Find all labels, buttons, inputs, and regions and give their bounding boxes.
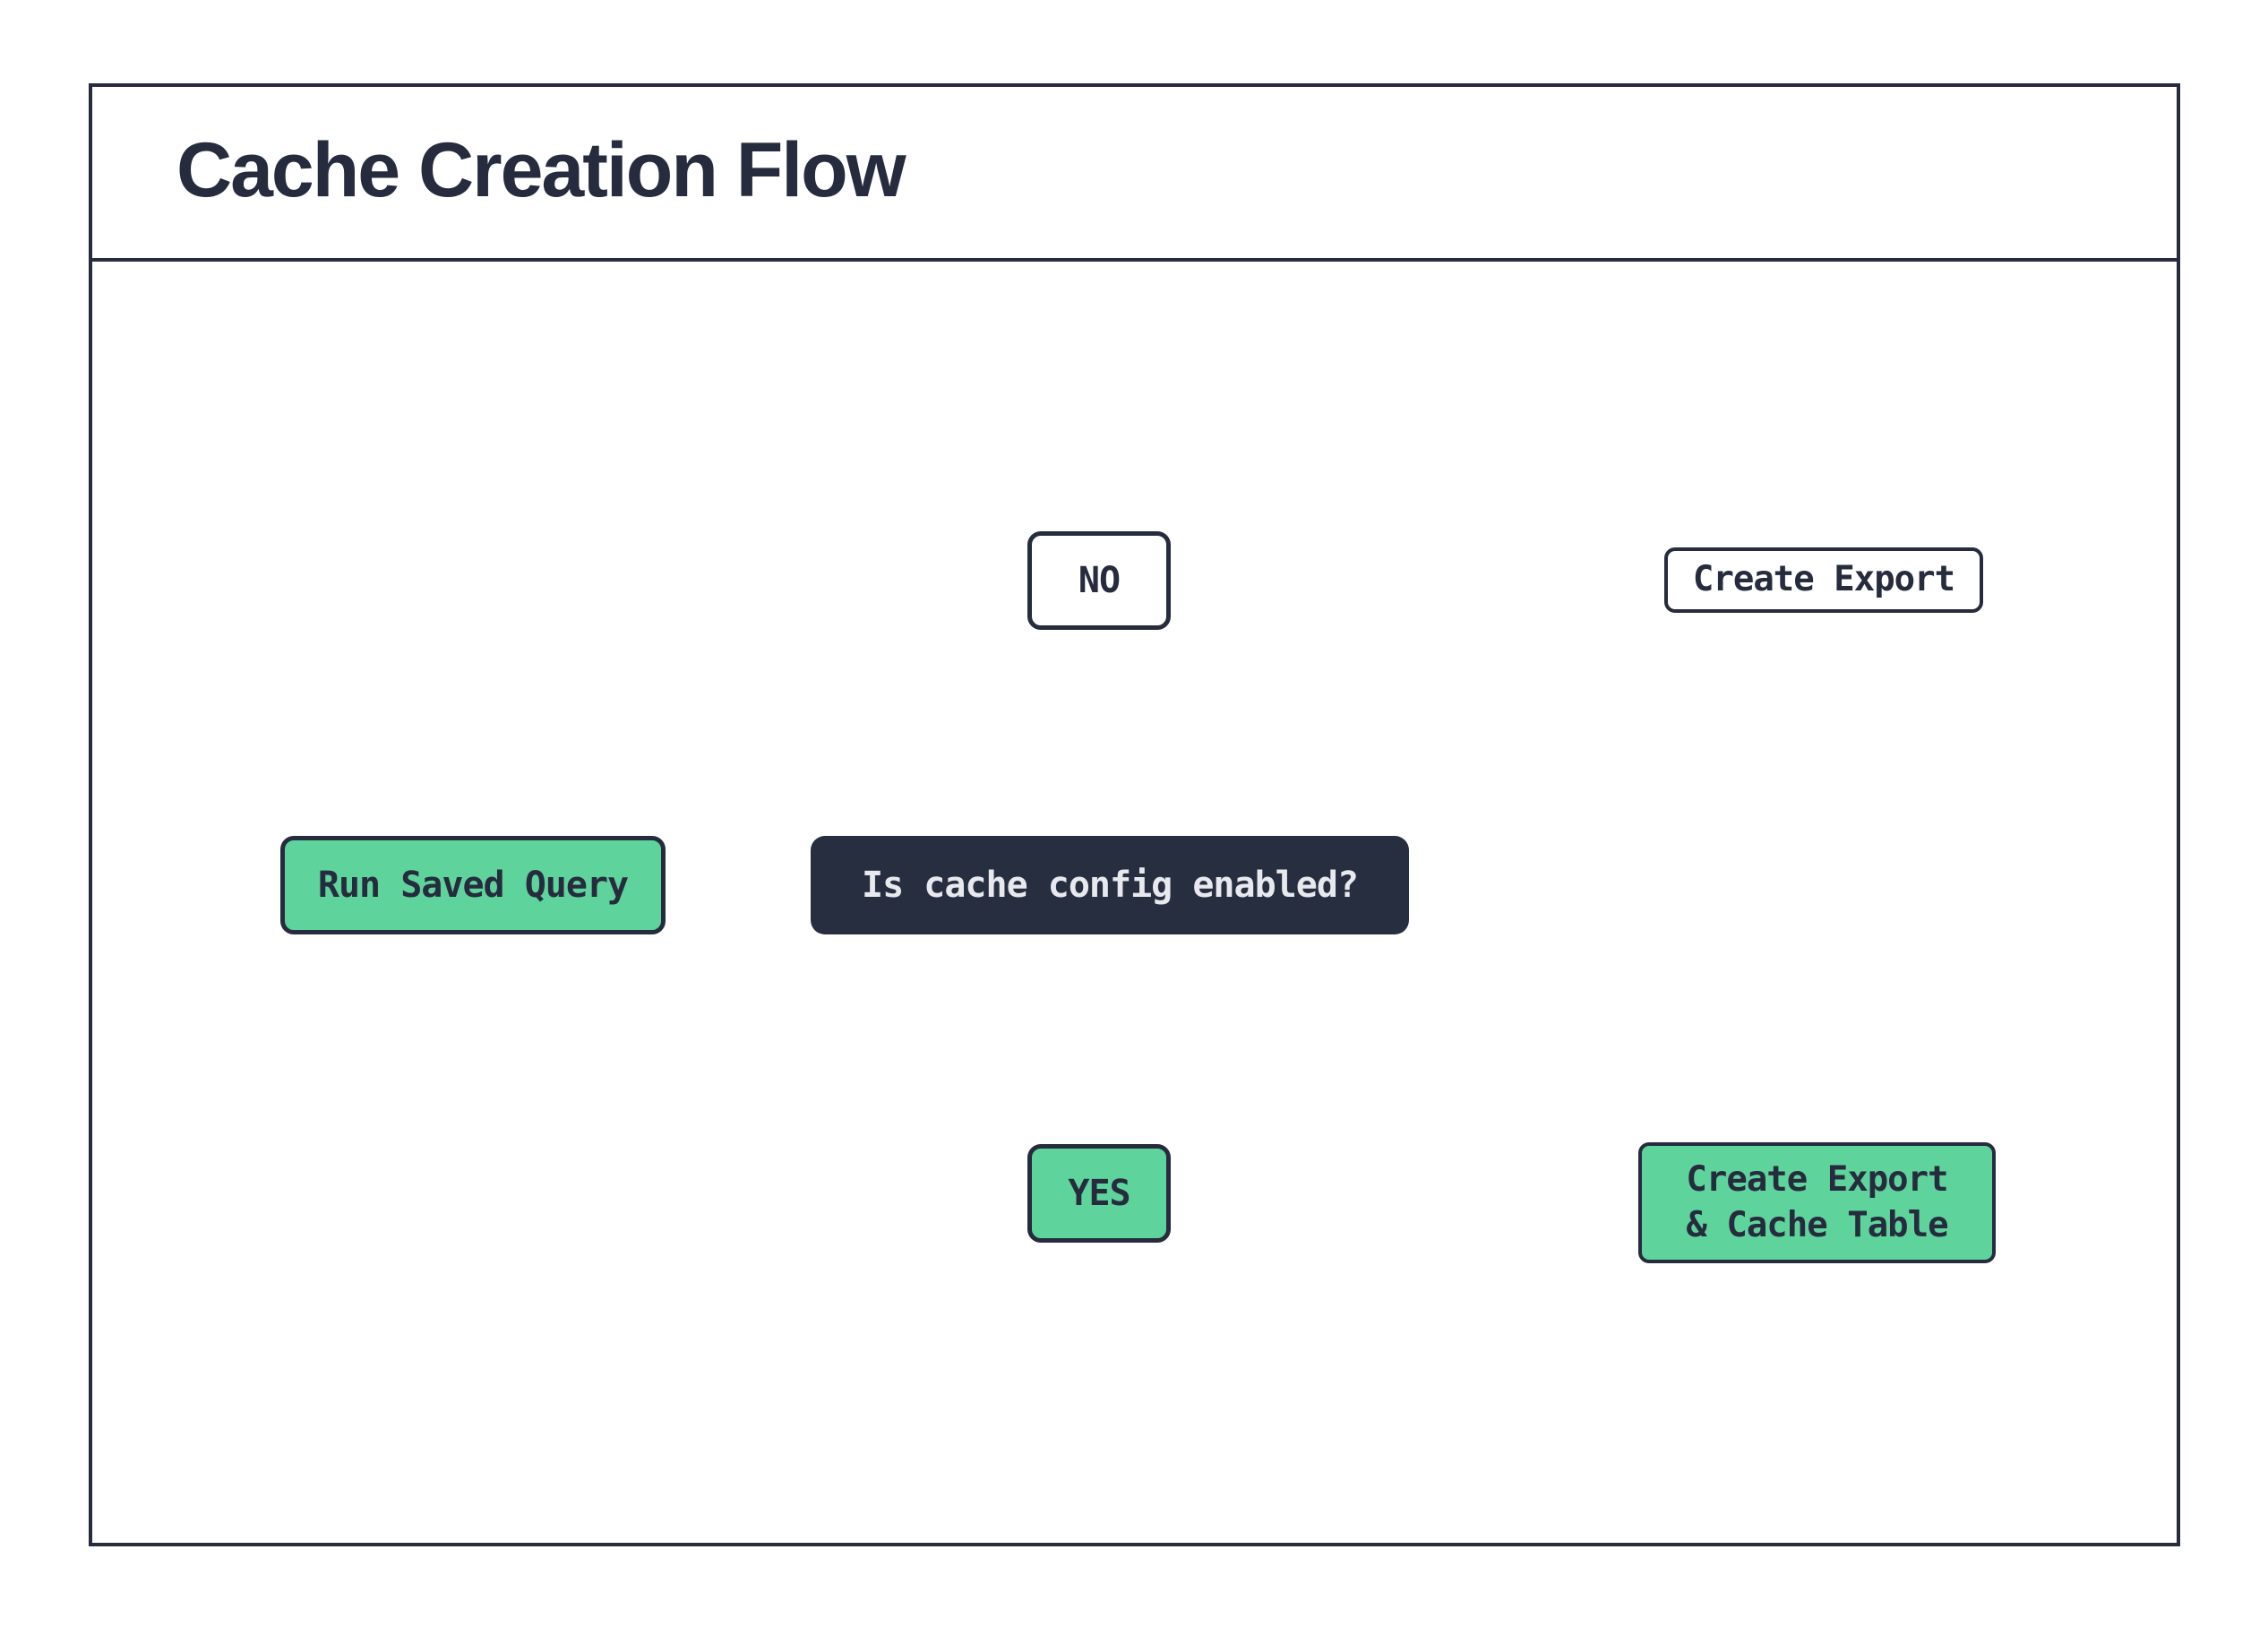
diagram-frame <box>89 83 2180 1546</box>
create-export-cache-table-label: Create Export & Cache Table <box>1638 1142 1996 1263</box>
yes-branch-node: YES <box>1027 1144 1171 1243</box>
page-title: Cache Creation Flow <box>176 127 906 213</box>
no-branch-node: NO <box>1027 531 1171 630</box>
cache-config-decision-node: Is cache config enabled? <box>811 836 1409 934</box>
title-bar: Cache Creation Flow <box>89 83 2180 262</box>
run-saved-query-node: Run Saved Query <box>280 836 666 934</box>
create-export-label: Create Export <box>1664 547 1983 613</box>
